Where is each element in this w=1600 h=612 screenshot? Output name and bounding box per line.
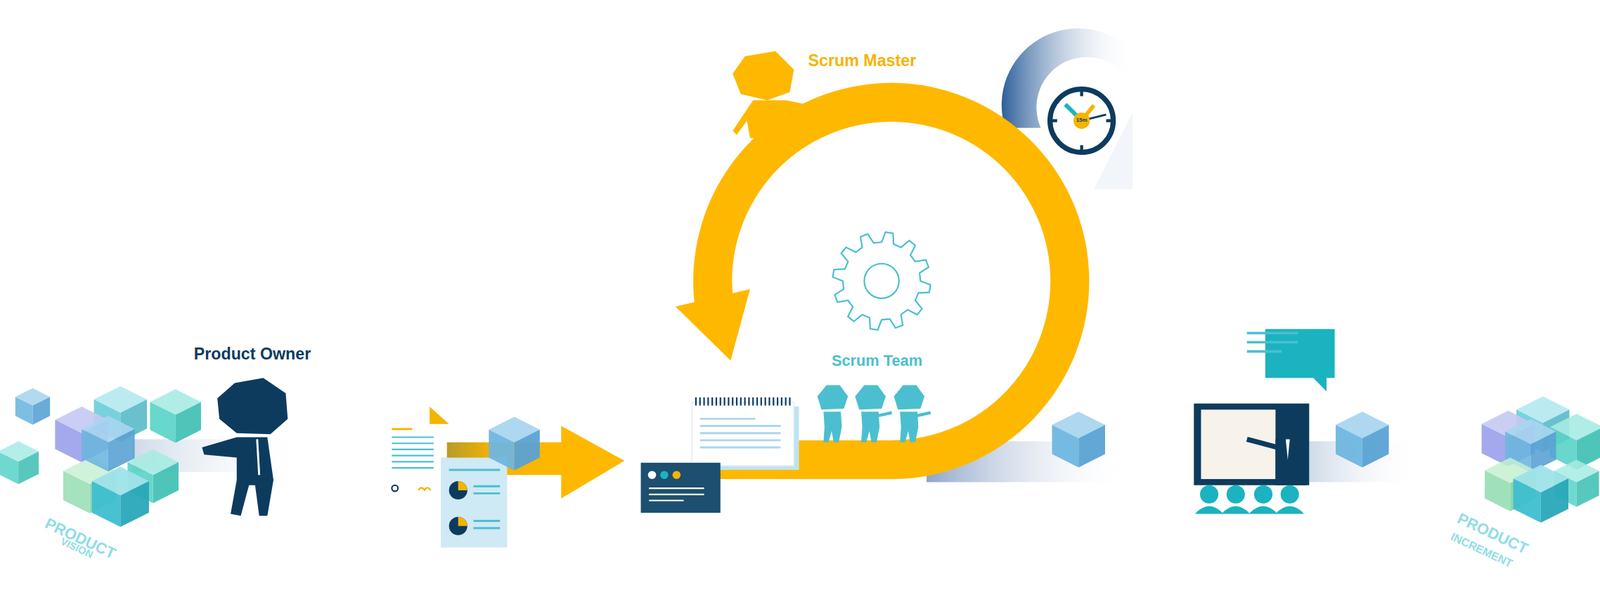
- cube-left: [1335, 424, 1363, 467]
- binding-tick: [785, 397, 787, 406]
- requirements-doc: [385, 406, 450, 501]
- team-head: [854, 384, 886, 410]
- sprint-backlog: [641, 397, 800, 513]
- clock-ticks: [1050, 89, 1113, 152]
- gear-icon: [833, 231, 931, 330]
- cube-left: [15, 396, 34, 424]
- cycle-arrowhead: [675, 288, 751, 361]
- binding-tick: [695, 397, 697, 406]
- gear-outline: [833, 231, 931, 330]
- team-arm: [915, 412, 931, 416]
- binding-tick: [719, 397, 722, 406]
- cube-right: [108, 428, 135, 472]
- team-head: [817, 384, 849, 410]
- audience-body: [1221, 506, 1250, 514]
- clock-label: 15m: [1076, 117, 1088, 124]
- cube-left: [1052, 424, 1080, 467]
- cube-left: [1481, 423, 1509, 467]
- scrum-master-figure: [732, 51, 807, 138]
- binding-tick: [752, 397, 754, 406]
- report-doc: [440, 457, 507, 548]
- cube-right: [120, 480, 150, 527]
- binding-tick: [776, 397, 779, 406]
- audience-head: [1280, 485, 1300, 504]
- binding-tick: [702, 397, 705, 406]
- review-board: [1193, 403, 1309, 486]
- cube-right: [1362, 424, 1390, 467]
- scrum-team-figures: [817, 384, 931, 442]
- team-body: [823, 411, 842, 443]
- chat-bubble: [1247, 328, 1335, 392]
- cube-left: [81, 428, 109, 472]
- cube-left: [54, 419, 82, 462]
- binding-tick: [768, 397, 770, 406]
- clock-center: [1073, 112, 1090, 129]
- team-head: [894, 384, 926, 410]
- audience-head: [1226, 485, 1245, 504]
- team-body: [861, 411, 880, 443]
- cube-right: [153, 461, 179, 503]
- cube-left: [1513, 478, 1541, 523]
- binding-tick: [772, 397, 774, 406]
- binding-tick: [740, 397, 742, 406]
- cube-right: [18, 451, 39, 484]
- cube-right: [1576, 470, 1600, 507]
- audience-body: [1195, 506, 1224, 514]
- audience-head: [1254, 485, 1273, 504]
- cube: [1513, 464, 1569, 523]
- cube-left: [63, 470, 90, 513]
- cubes: [0, 385, 1600, 527]
- binding-tick: [723, 397, 725, 406]
- binding-tick: [727, 397, 729, 406]
- cube: [1335, 411, 1389, 467]
- binding-tick: [747, 397, 750, 406]
- product-owner-figure: [201, 377, 288, 516]
- binding-tick: [788, 397, 791, 406]
- cube: [92, 466, 150, 527]
- cube-left: [92, 480, 121, 527]
- cube-left: [149, 401, 176, 443]
- cube-right: [514, 429, 540, 471]
- clock-face: [1050, 89, 1114, 153]
- binding-tick: [756, 397, 758, 406]
- audience-body: [1275, 506, 1305, 514]
- role-label: Scrum Team: [831, 352, 923, 369]
- binding-tick: [715, 397, 718, 406]
- binding-tick: [736, 397, 738, 406]
- cube: [488, 416, 540, 470]
- binding-tick: [711, 397, 713, 406]
- cube-right: [32, 396, 50, 424]
- binding-tick: [699, 397, 701, 406]
- cube: [149, 388, 202, 443]
- cube: [81, 415, 135, 472]
- cube-left: [0, 451, 19, 484]
- role-label: Scrum Master: [808, 52, 917, 69]
- team-body: [899, 411, 919, 443]
- cube-right: [1078, 424, 1106, 467]
- binding-tick: [731, 397, 734, 406]
- input-arrow-head: [560, 426, 625, 499]
- binding-tick: [707, 397, 709, 406]
- cube: [15, 388, 50, 425]
- binding-tick: [781, 397, 783, 406]
- cube: [1052, 411, 1106, 467]
- cube-left: [1484, 470, 1511, 512]
- cube-left: [488, 429, 514, 471]
- audience-head: [1200, 485, 1219, 504]
- team-arm: [877, 412, 892, 416]
- binding-tick: [744, 397, 746, 406]
- audience-body: [1249, 506, 1279, 514]
- cube: [0, 440, 39, 484]
- cube-right: [175, 401, 202, 443]
- audience: [1195, 485, 1305, 514]
- binding-tick: [764, 397, 767, 406]
- cube-right: [1540, 478, 1569, 523]
- binding-tick: [760, 397, 763, 406]
- role-label: Product Owner: [194, 345, 311, 363]
